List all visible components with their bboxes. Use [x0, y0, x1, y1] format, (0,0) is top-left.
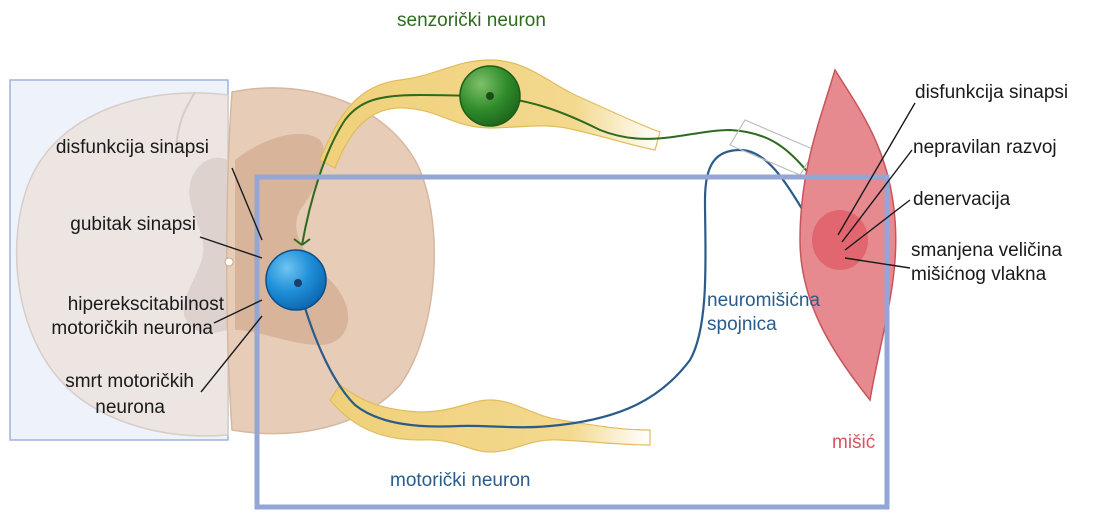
left-label-hyperexcitability-2: motoričkih neurona [51, 318, 213, 340]
right-label-denervation: denervacija [913, 189, 1010, 211]
junction-label-1: neuromišićna [707, 290, 820, 312]
right-label-fiber-size-2: mišićnog vlakna [911, 264, 1046, 286]
right-label-abnormal-development: nepravilan razvoj [913, 137, 1057, 159]
left-label-synapse-loss: gubitak sinapsi [70, 214, 196, 236]
left-label-death-2: neurona [95, 397, 165, 419]
motor-nucleus [294, 279, 302, 287]
left-label-hyperexcitability-1: hiperekscitabilnost [68, 294, 224, 316]
muscle-label: mišić [832, 432, 875, 454]
right-label-synapse-dysfunction: disfunkcija sinapsi [915, 82, 1068, 104]
left-label-death-1: smrt motoričkih [65, 371, 194, 393]
central-canal [225, 258, 233, 266]
left-label-synapse-dysfunction: disfunkcija sinapsi [56, 137, 209, 159]
right-label-fiber-size-1: smanjena veličina [911, 240, 1062, 262]
sensory-nucleus [486, 92, 494, 100]
junction-label-2: spojnica [707, 314, 777, 336]
sensory-neuron-label: senzorički neuron [397, 10, 546, 32]
motor-neuron-label: motorički neuron [390, 470, 530, 492]
